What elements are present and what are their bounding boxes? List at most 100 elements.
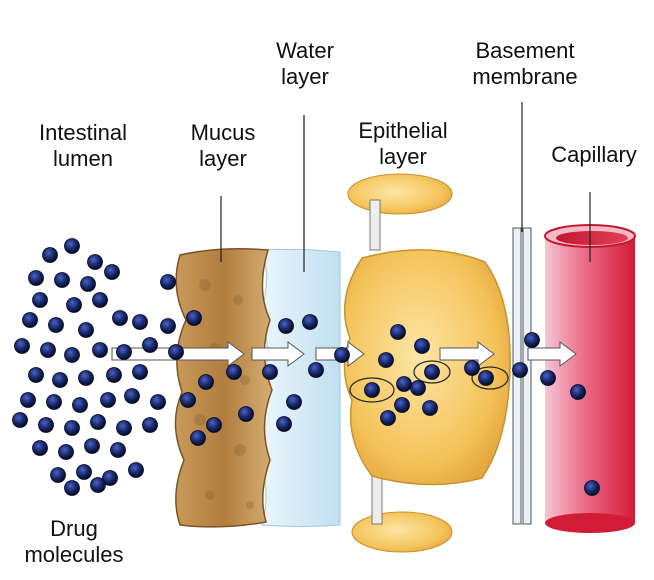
drug-molecule-icon	[129, 463, 144, 478]
label-epithelial-layer-line2: layer	[338, 144, 468, 170]
drug-molecule-icon	[53, 373, 68, 388]
epithelial-cell-bottom	[352, 512, 452, 552]
drug-molecule-icon	[33, 441, 48, 456]
drug-molecule-icon	[151, 395, 166, 410]
drug-molecule-icon	[93, 343, 108, 358]
label-mucus-layer-line1: Mucus	[168, 120, 278, 146]
drug-molecule-icon	[51, 468, 66, 483]
drug-molecule-icon	[143, 418, 158, 433]
drug-molecule-icon	[79, 323, 94, 338]
epithelial-cell-top	[348, 174, 452, 214]
drug-molecule-icon	[513, 363, 528, 378]
drug-molecule-icon	[21, 393, 36, 408]
drug-molecule-icon	[207, 418, 222, 433]
drug-molecule-icon	[279, 319, 294, 334]
drug-molecule-icon	[133, 315, 148, 330]
drug-molecule-icon	[143, 338, 158, 353]
drug-molecule-icon	[77, 465, 92, 480]
drug-molecule-icon	[79, 371, 94, 386]
drug-molecule-icon	[169, 345, 184, 360]
drug-molecule-icon	[41, 343, 56, 358]
drug-molecule-icon	[107, 368, 122, 383]
drug-molecule-icon	[65, 481, 80, 496]
drug-molecule-icon	[397, 377, 412, 392]
drug-molecule-icon	[571, 385, 586, 400]
drug-molecule-icon	[105, 265, 120, 280]
label-intestinal-lumen-line1: Intestinal	[18, 120, 148, 146]
drug-molecule-icon	[91, 415, 106, 430]
drug-molecule-icon	[117, 421, 132, 436]
label-drug-molecules-line1: Drug	[14, 516, 134, 542]
drug-molecule-icon	[381, 411, 396, 426]
drug-molecule-icon	[55, 273, 70, 288]
label-basement-membrane: Basement membrane	[450, 38, 600, 90]
drug-molecule-icon	[525, 333, 540, 348]
drug-molecule-icon	[23, 313, 38, 328]
label-intestinal-lumen-line2: lumen	[18, 146, 148, 172]
drug-molecule-icon	[49, 318, 64, 333]
label-drug-molecules: Drug molecules	[14, 516, 134, 568]
drug-molecule-icon	[585, 481, 600, 496]
drug-molecule-icon	[161, 319, 176, 334]
drug-molecule-icon	[227, 365, 242, 380]
mucus-layer	[175, 249, 272, 527]
drug-molecule-icon	[465, 361, 480, 376]
drug-molecule-icon	[47, 395, 62, 410]
drug-molecule-icon	[113, 311, 128, 326]
drug-molecule-icon	[303, 315, 318, 330]
drug-molecule-icon	[479, 371, 494, 386]
drug-molecule-icon	[309, 363, 324, 378]
drug-molecule-icon	[423, 401, 438, 416]
drug-molecule-icon	[111, 443, 126, 458]
capillary-bottom-rim	[545, 513, 635, 533]
label-basement-membrane-line2: membrane	[450, 64, 600, 90]
drug-molecule-icon	[91, 478, 106, 493]
drug-molecule-icon	[65, 421, 80, 436]
drug-molecule-icon	[13, 413, 28, 428]
label-drug-molecules-line2: molecules	[14, 542, 134, 568]
drug-molecule-icon	[81, 277, 96, 292]
label-mucus-layer-line2: layer	[168, 146, 278, 172]
label-intestinal-lumen: Intestinal lumen	[18, 120, 148, 172]
label-mucus-layer: Mucus layer	[168, 120, 278, 172]
drug-molecule-icon	[39, 418, 54, 433]
label-epithelial-layer-line1: Epithelial	[338, 118, 468, 144]
drug-molecule-icon	[65, 348, 80, 363]
drug-molecule-icon	[161, 275, 176, 290]
drug-molecule-icon	[33, 293, 48, 308]
label-epithelial-layer: Epithelial layer	[338, 118, 468, 170]
drug-molecule-icon	[425, 365, 440, 380]
drug-molecule-icon	[263, 365, 278, 380]
label-water-layer-line2: layer	[255, 64, 355, 90]
label-water-layer: Water layer	[255, 38, 355, 90]
drug-molecule-icon	[101, 393, 116, 408]
tight-junction-top	[370, 200, 380, 250]
drug-molecule-icon	[415, 339, 430, 354]
tight-junction-bottom	[372, 472, 382, 524]
label-capillary: Capillary	[538, 142, 650, 168]
drug-molecule-icon	[395, 398, 410, 413]
drug-molecule-icon	[411, 381, 426, 396]
drug-molecule-icon	[65, 239, 80, 254]
drug-molecule-icon	[199, 375, 214, 390]
drug-molecule-icon	[187, 311, 202, 326]
drug-molecule-icon	[277, 417, 292, 432]
drug-molecule-icon	[29, 368, 44, 383]
drug-molecule-icon	[67, 298, 82, 313]
drug-molecule-icon	[287, 395, 302, 410]
drug-molecule-icon	[239, 407, 254, 422]
drug-molecule-icon	[541, 371, 556, 386]
drug-molecule-icon	[181, 393, 196, 408]
capillary-opening	[556, 231, 628, 245]
drug-molecule-icon	[43, 248, 58, 263]
drug-molecule-icon	[125, 389, 140, 404]
drug-molecule-icon	[29, 271, 44, 286]
drug-molecule-icon	[15, 339, 30, 354]
drug-molecule-icon	[191, 431, 206, 446]
drug-molecule-icon	[335, 348, 350, 363]
label-water-layer-line1: Water	[255, 38, 355, 64]
drug-molecule-icon	[88, 255, 103, 270]
label-capillary-line1: Capillary	[538, 142, 650, 168]
label-basement-membrane-line1: Basement	[450, 38, 600, 64]
drug-molecule-icon	[93, 293, 108, 308]
